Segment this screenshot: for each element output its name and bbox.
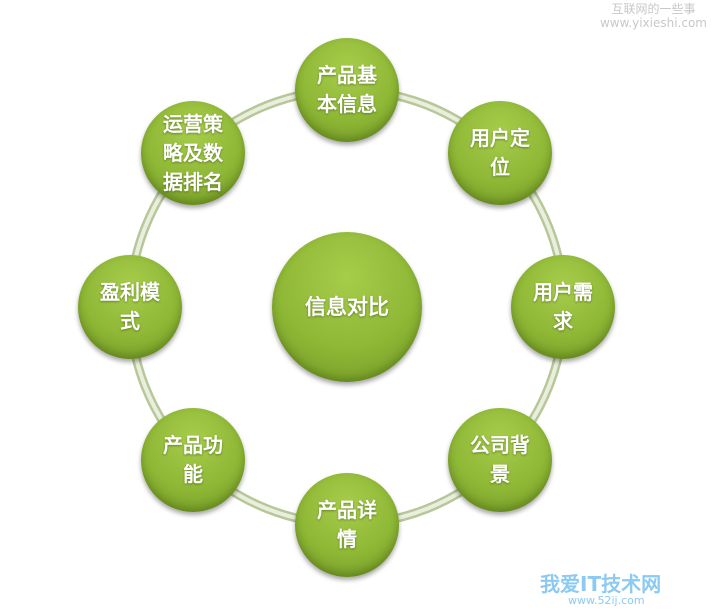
node-label-line: 据排名 (163, 169, 223, 194)
node-label-line: 盈利模 (100, 280, 160, 304)
node-label-line: 产品详 (317, 498, 377, 522)
node-label-line: 本信息 (317, 92, 377, 116)
node-label-line: 用户需 (533, 280, 593, 304)
cycle-node: 用户定位 (448, 101, 552, 205)
node-label-line: 能 (183, 462, 203, 486)
node-label-line: 用户定 (470, 126, 530, 150)
center-label: 信息对比 (305, 294, 389, 319)
node-label-line: 式 (120, 309, 140, 333)
node-label-line: 公司背 (470, 433, 530, 457)
watermark-top-url: www.yixieshi.com (599, 16, 707, 31)
cycle-node: 公司背景 (448, 408, 552, 512)
node-label-line: 景 (490, 462, 510, 486)
watermark-top: 互联网的一些事 www.yixieshi.com (600, 2, 707, 31)
node-label-line: 求 (553, 309, 573, 333)
cycle-node: 盈利模式 (78, 255, 182, 359)
center-node: 信息对比 (272, 232, 422, 382)
watermark-bottom-title: 我爱IT技术网 (540, 572, 662, 596)
node-label-line: 运营策 (163, 111, 223, 136)
cycle-node: 用户需求 (511, 255, 615, 359)
node-label-line: 情 (337, 527, 357, 551)
watermark-top-title: 互联网的一些事 (611, 2, 696, 16)
node-label-line: 略及数 (163, 140, 223, 165)
node-label-line: 产品功 (163, 433, 223, 457)
cycle-node: 运营策略及数据排名 (141, 101, 245, 205)
cycle-node: 产品详情 (295, 473, 399, 577)
watermark-bottom-url: www.52ij.com (568, 594, 645, 607)
cycle-node: 产品功能 (141, 408, 245, 512)
node-label-line: 位 (490, 155, 510, 179)
cycle-node: 产品基本信息 (295, 38, 399, 142)
node-label-line: 产品基 (317, 63, 377, 87)
